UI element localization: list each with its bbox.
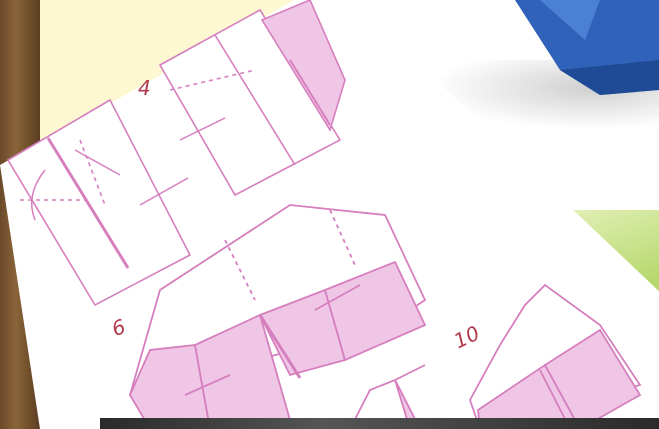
paper-boat-icon [515, 0, 659, 95]
step-4-number: 4 [138, 76, 151, 100]
bottom-dark-strip [100, 418, 659, 429]
